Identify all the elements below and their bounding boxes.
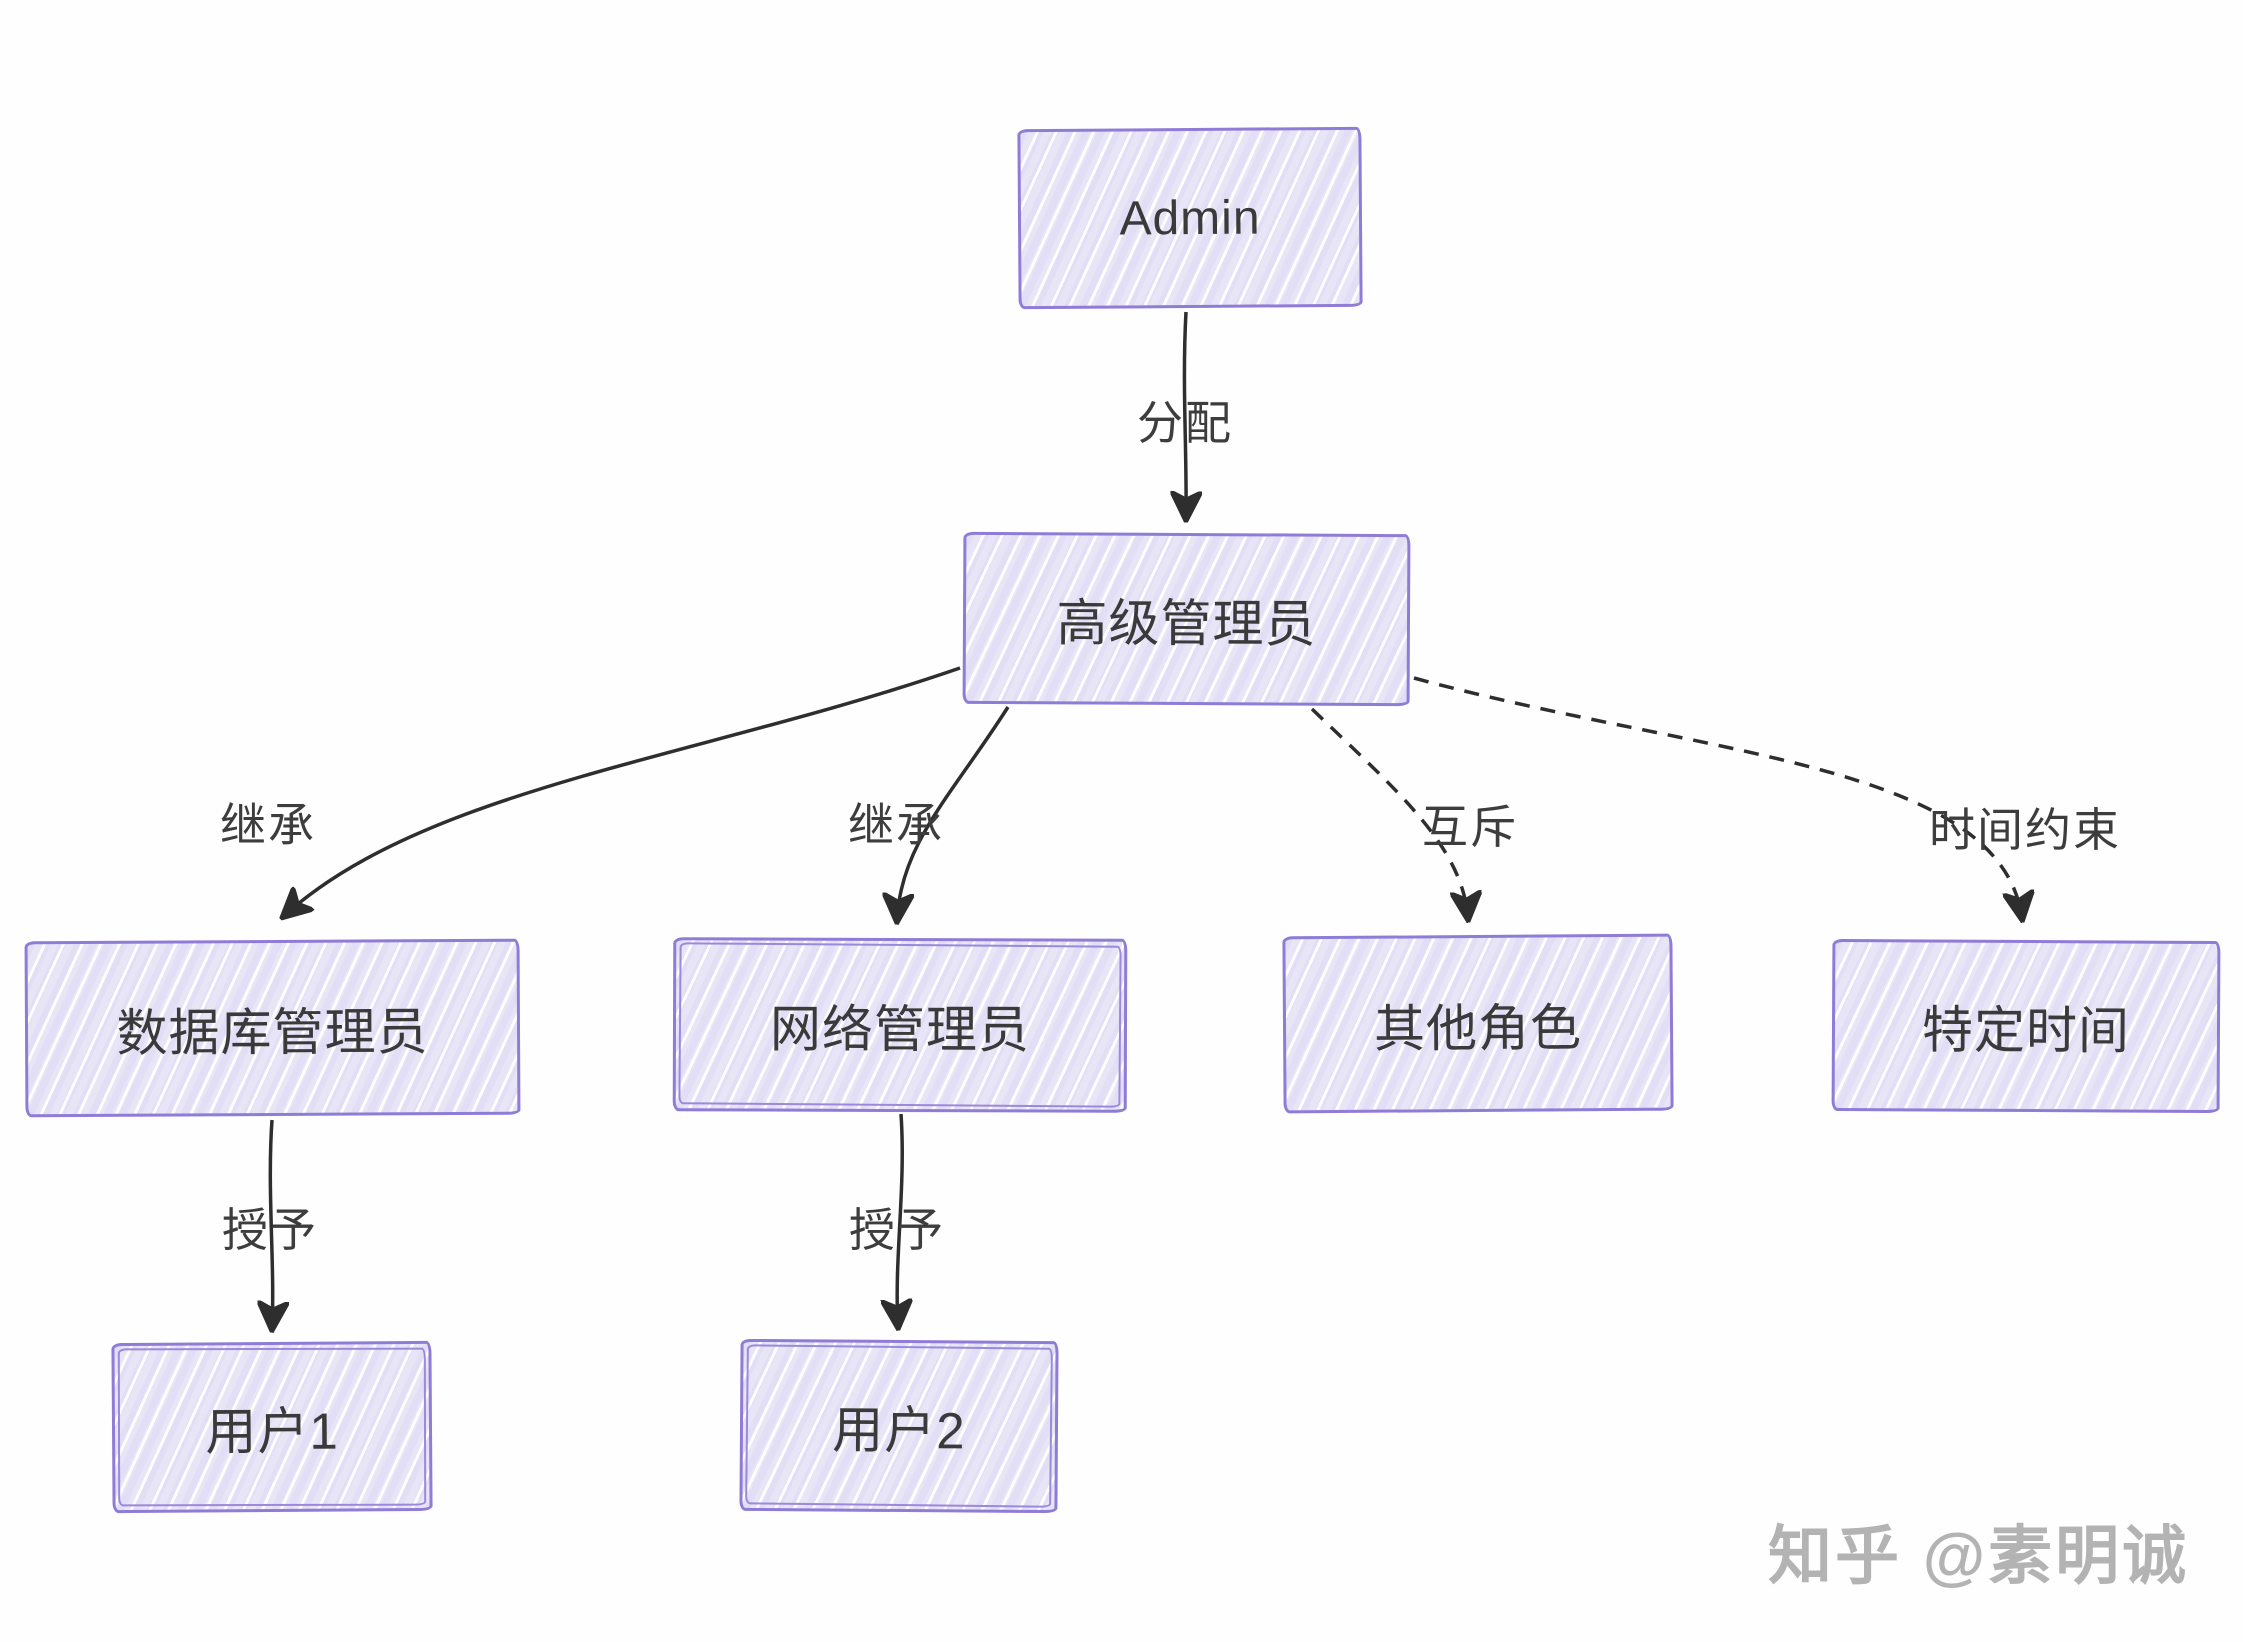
edge-label-grant-mid: 授予: [849, 1204, 945, 1256]
edge-label-grant-left: 授予: [222, 1204, 318, 1256]
node-specific-time-label: 特定时间: [1921, 1001, 2131, 1060]
node-user1: 用户1: [111, 1340, 433, 1514]
node-senior-admin: 高级管理员: [962, 531, 1411, 707]
edge-label-inherit-mid: 继承: [848, 799, 944, 851]
node-specific-time: 特定时间: [1831, 938, 2221, 1114]
node-user1-label: 用户1: [205, 1402, 339, 1461]
edge-label-assign: 分配: [1137, 397, 1233, 449]
node-network-admin: 网络管理员: [672, 937, 1128, 1113]
node-senior-admin-label: 高级管理员: [1056, 594, 1317, 653]
node-admin: Admin: [1017, 126, 1363, 310]
node-db-admin: 数据库管理员: [24, 938, 521, 1118]
node-db-admin-label: 数据库管理员: [116, 1003, 429, 1062]
edge-label-inherit-left: 继承: [220, 799, 316, 851]
node-user2-label: 用户2: [832, 1401, 966, 1460]
edge-label-time-constraint: 时间约束: [1929, 804, 2121, 856]
zhihu-watermark: 知乎 @素明诚: [1768, 1520, 2190, 1592]
node-admin-label: Admin: [1119, 191, 1261, 245]
node-user2: 用户2: [739, 1338, 1059, 1514]
edge-label-mutex: 互斥: [1422, 801, 1518, 853]
node-other-roles: 其他角色: [1282, 933, 1674, 1114]
node-other-roles-label: 其他角色: [1373, 998, 1583, 1058]
node-network-admin-label: 网络管理员: [769, 1000, 1031, 1059]
